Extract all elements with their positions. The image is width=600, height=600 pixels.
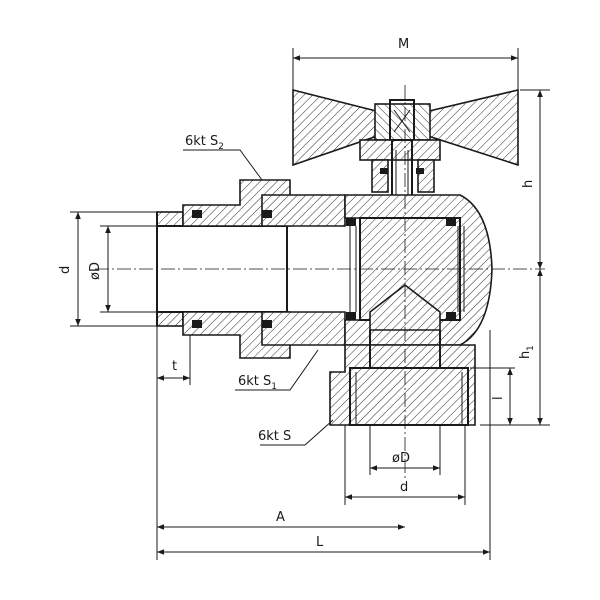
label-A: A bbox=[276, 510, 285, 525]
label-S: 6kt S bbox=[258, 429, 291, 444]
label-d-left: d bbox=[58, 266, 73, 274]
label-S1-main: 6kt S bbox=[238, 374, 271, 389]
bottom-outlet bbox=[329, 330, 476, 426]
label-S2-sub: 2 bbox=[218, 142, 224, 152]
label-M: M bbox=[398, 37, 409, 52]
leader-lines bbox=[183, 149, 334, 446]
label-d-bottom: d bbox=[400, 480, 408, 495]
label-l: l bbox=[491, 396, 506, 400]
label-S2: 6kt S2 bbox=[185, 134, 224, 152]
dimension-lines bbox=[70, 48, 550, 560]
label-h1: h 1 bbox=[518, 345, 536, 359]
butterfly-handle bbox=[292, 88, 519, 167]
label-t: t bbox=[172, 359, 177, 374]
valve-body bbox=[344, 194, 493, 346]
label-S1-sub: 1 bbox=[271, 382, 277, 392]
label-S1: 6kt S1 bbox=[238, 374, 277, 392]
left-union bbox=[156, 179, 346, 359]
label-h1-main: h bbox=[518, 351, 533, 359]
label-h: h bbox=[521, 180, 536, 188]
label-phiD-left: øD bbox=[88, 262, 103, 280]
label-S2-main: 6kt S bbox=[185, 134, 218, 149]
label-L: L bbox=[316, 535, 324, 550]
label-phiD-bottom: øD bbox=[392, 451, 410, 466]
label-h1-sub: 1 bbox=[526, 345, 536, 351]
